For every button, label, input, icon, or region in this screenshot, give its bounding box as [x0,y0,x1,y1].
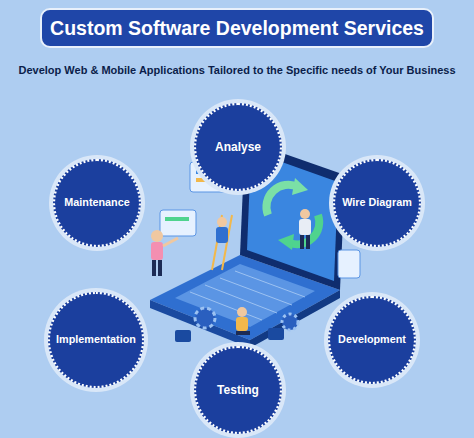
step-text-holder: Testing [211,383,265,398]
step-circle: Analyse [194,103,282,191]
step-circle: Testing [194,346,282,434]
step-circle: Maintenance [53,159,141,247]
step-label: Wire Diagram [339,196,415,209]
step-circle: Implementation [48,292,144,388]
step-label: Implementation [53,333,139,346]
step-circle: Wire Diagram [333,159,421,247]
step-text-holder: Analyse [209,140,267,155]
title-text: Custom Software Development Services [50,17,424,40]
step-text-holder: Maintenance [61,196,132,209]
step-label: Development [335,333,409,346]
step-label: Analyse [209,140,267,155]
step-text-holder: Implementation [53,333,139,346]
step-circle: Development [328,296,416,384]
step-text-holder: Wire Diagram [339,196,415,209]
subtitle: Develop Web & Mobile Applications Tailor… [4,64,470,76]
step-label: Testing [211,383,265,398]
title-banner: Custom Software Development Services [40,8,434,48]
step-label: Maintenance [61,196,132,209]
step-text-holder: Development [335,333,409,346]
